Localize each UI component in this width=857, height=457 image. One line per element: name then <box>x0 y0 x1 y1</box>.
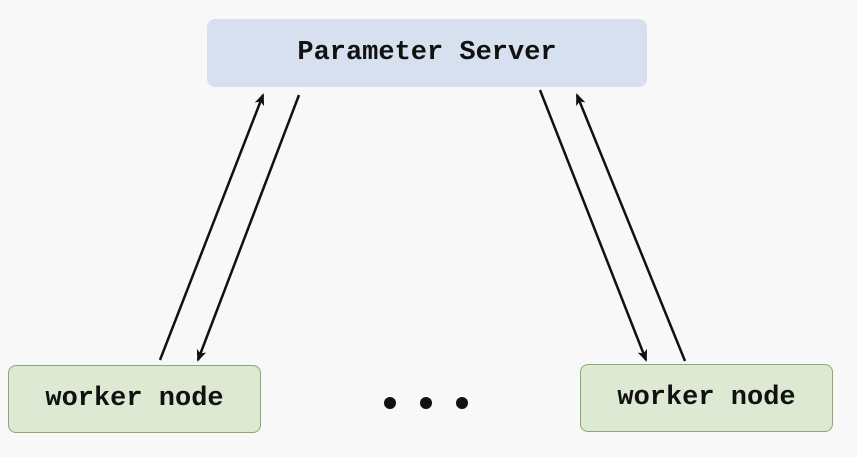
arrow-right-worker-to-server <box>575 93 687 362</box>
worker-node-left-label: worker node <box>45 384 224 414</box>
ellipsis <box>384 393 468 413</box>
arrow-left-worker-to-server <box>158 93 265 361</box>
arrow-left-server-to-worker <box>196 94 301 362</box>
parameter-server-box: Parameter Server <box>207 19 647 87</box>
ellipsis-dot <box>456 397 468 409</box>
parameter-server-label: Parameter Server <box>297 38 557 68</box>
worker-node-left-box: worker node <box>8 365 261 433</box>
ellipsis-dot <box>384 397 396 409</box>
arrow-right-server-to-worker <box>538 89 648 362</box>
worker-node-right-label: worker node <box>617 383 796 413</box>
ellipsis-dot <box>420 397 432 409</box>
worker-node-right-box: worker node <box>580 364 833 432</box>
